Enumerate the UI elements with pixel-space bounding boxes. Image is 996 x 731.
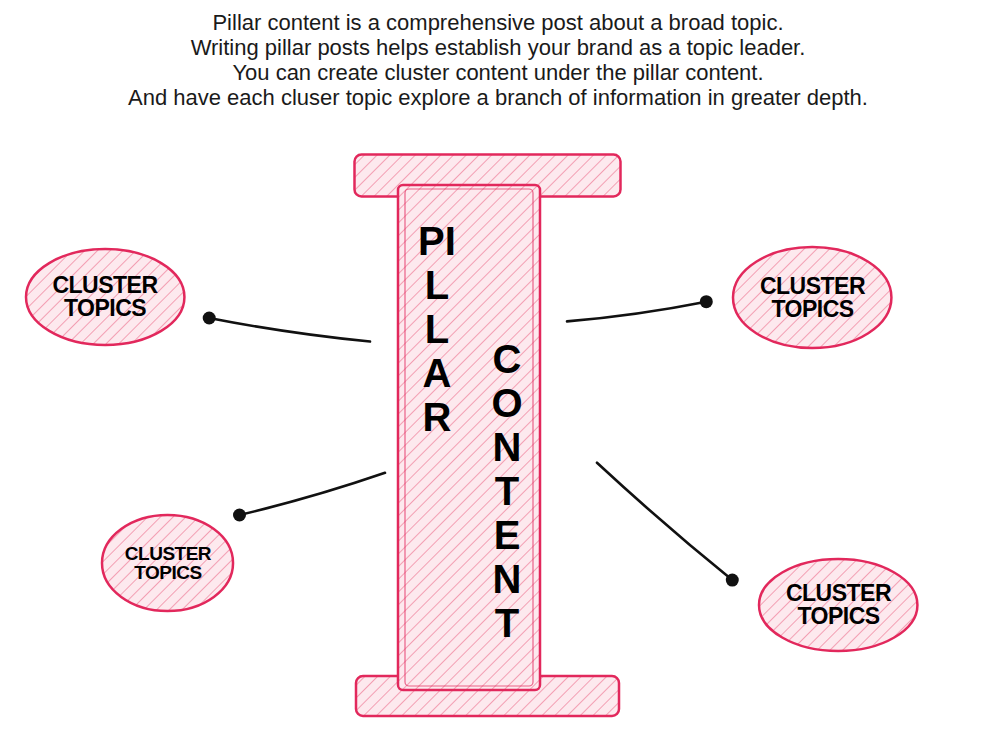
cluster-label: CLUSTER TOPICS [125,544,211,582]
cluster-circle: CLUSTER TOPICS [731,245,893,350]
connector-line [597,463,739,587]
cluster-circle: CLUSTER TOPICS [100,513,235,613]
pillar-outline [353,153,622,718]
cluster-circle: CLUSTER TOPICS [24,247,186,347]
cluster-circle: CLUSTER TOPICS [757,557,919,653]
connector-line [233,473,385,522]
connector-line [203,312,370,342]
intro-line: Pillar content is a comprehensive post a… [0,10,996,35]
intro-line: You can create cluster content under the… [0,60,996,85]
connector-dot [726,574,739,587]
intro-line: And have each cluser topic explore a bra… [0,85,996,110]
pillar-shape: PILLAR CONTENT [398,185,540,690]
pillar-label: CONTENT [487,337,527,645]
connector-dot [233,509,246,522]
intro-line: Writing pillar posts helps establish you… [0,35,996,60]
cluster-label: CLUSTER TOPICS [760,275,865,321]
intro-text: Pillar content is a comprehensive post a… [0,10,996,110]
pillar-label: PILLAR [417,219,457,439]
cluster-label: CLUSTER TOPICS [52,274,157,320]
connector-dot [700,295,713,308]
cluster-label: CLUSTER TOPICS [786,582,891,628]
connector-line [567,295,713,321]
connector-dot [203,312,216,325]
